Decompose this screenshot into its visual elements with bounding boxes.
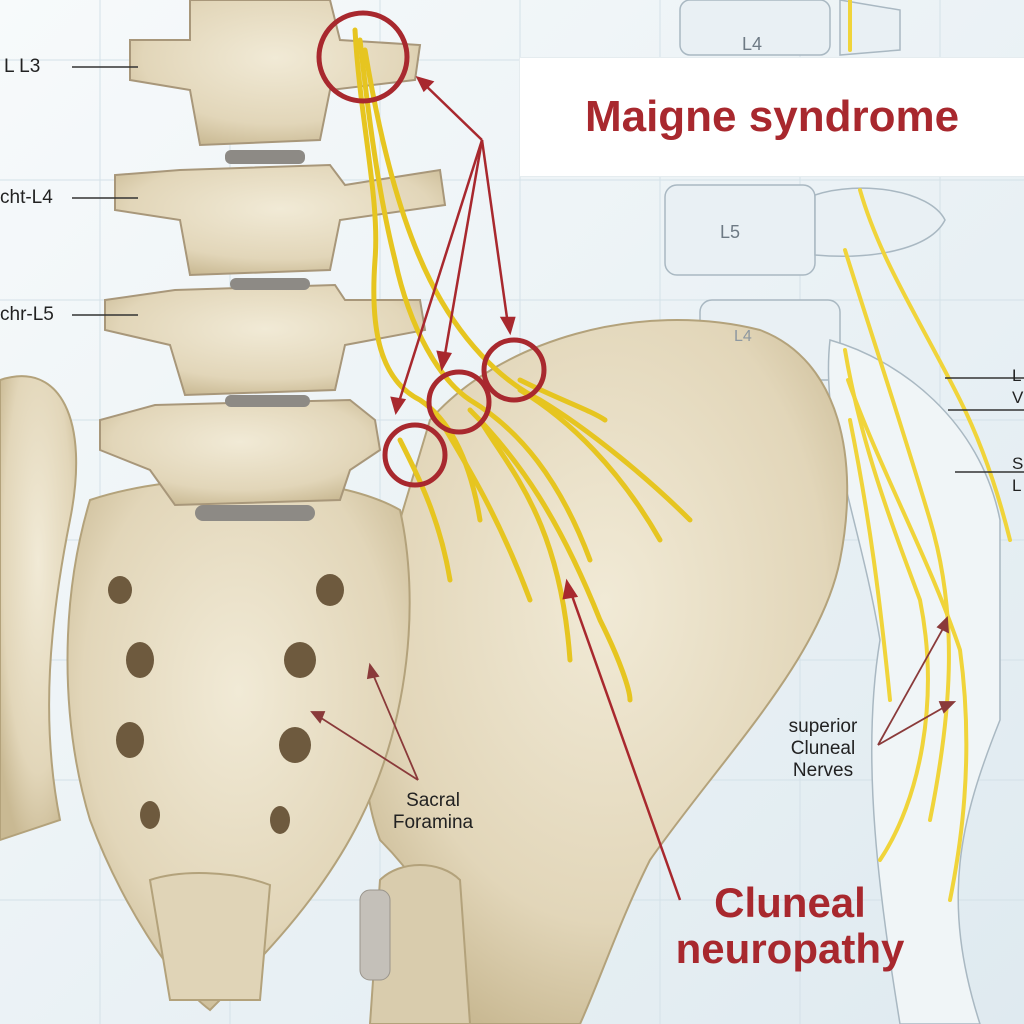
edge-label-2: V	[1012, 388, 1024, 407]
lateral-label-l4-lower: L4	[734, 328, 752, 345]
entrapment-circle-4	[382, 422, 448, 488]
sacral-foramina-holes	[108, 574, 344, 834]
lumbar-vertebrae	[99, 0, 447, 507]
cluneal-neuropathy-label: Cluneal neuropathy	[675, 879, 905, 973]
lateral-label-l5: L5	[720, 222, 741, 242]
foramina-pointers	[310, 662, 419, 781]
pointer-arrows	[390, 76, 682, 901]
intervertebral-discs	[195, 150, 315, 521]
cluneal-label-pointers	[877, 615, 957, 746]
entrapment-circle-1	[316, 10, 410, 104]
lateral-label-l4-top: L4	[742, 34, 763, 54]
vertebra-label-l4: cht-L4	[0, 187, 53, 208]
edge-label-3: S	[1012, 454, 1024, 473]
edge-label-4: L	[1012, 476, 1022, 495]
si-joint	[359, 889, 391, 981]
entrapment-circles	[316, 10, 547, 488]
entrapment-circle-3	[426, 369, 492, 435]
vertebra-label-l3: L L3	[4, 56, 41, 77]
entrapment-circle-2	[481, 337, 547, 403]
lateral-nerves	[843, 0, 1012, 902]
title-box: Maigne syndrome	[520, 58, 1024, 176]
diagram-title: Maigne syndrome	[584, 92, 960, 141]
vertebra-label-l5: chr-L5	[0, 304, 54, 325]
label-leader-lines	[72, 66, 1024, 473]
superior-cluneal-label: superior Cluneal Nerves	[788, 716, 858, 781]
cluneal-nerves	[352, 27, 693, 703]
sacral-foramina-label: Sacral Foramina	[392, 790, 474, 833]
edge-label-1: L	[1012, 366, 1022, 385]
